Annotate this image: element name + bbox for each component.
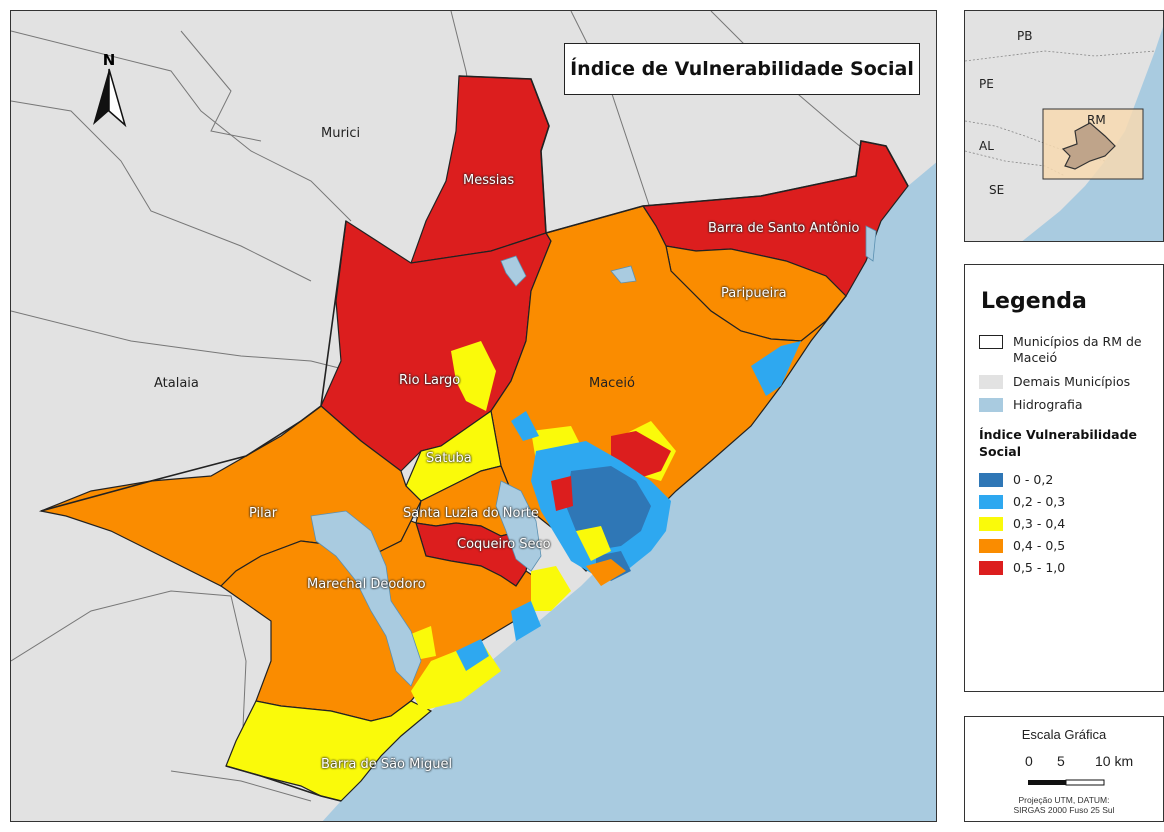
inset-map: PB PE AL SE RM (964, 10, 1164, 242)
inset-rm-shape (1061, 122, 1116, 170)
inset-label-pb: PB (1017, 29, 1033, 43)
legend-class-0: 0 - 0,2 (979, 472, 1163, 487)
class-label: 0,4 - 0,5 (1013, 538, 1066, 553)
label-maceio: Maceió (589, 376, 635, 391)
inset-label-pe: PE (979, 77, 994, 91)
map-canvas (11, 11, 936, 821)
class-swatch (979, 560, 1003, 575)
legend-item-label: Demais Municípios (1013, 374, 1131, 389)
legend-class-4: 0,5 - 1,0 (979, 560, 1163, 575)
label-paripueira: Paripueira (721, 286, 787, 301)
projection-line-2: SIRGAS 2000 Fuso 25 Sul (1013, 805, 1115, 815)
projection-note: Projeção UTM, DATUM: SIRGAS 2000 Fuso 25… (965, 795, 1163, 815)
inset-label-rm: RM (1087, 113, 1106, 127)
legend-item-water: Hidrografia (979, 397, 1163, 412)
scale-bar (1028, 779, 1105, 786)
gray-swatch (979, 375, 1003, 389)
label-messias: Messias (463, 173, 515, 188)
label-barra-sao-miguel: Barra de São Miguel (321, 757, 453, 772)
label-santa-luzia: Santa Luzia do Norte (403, 506, 539, 521)
class-swatch (979, 516, 1003, 531)
map-title: Índice de Vulnerabilidade Social (564, 43, 920, 95)
legend-item-others: Demais Municípios (979, 374, 1163, 389)
water-swatch (979, 398, 1003, 412)
label-rio-largo: Rio Largo (399, 373, 461, 388)
label-satuba: Satuba (426, 451, 472, 466)
legend-item-rm: Municípios da RM de Maceió (979, 334, 1163, 366)
main-map[interactable]: Murici Atalaia Messias Barra de Santo An… (10, 10, 937, 822)
north-arrow-icon (93, 68, 127, 128)
scale-tick-0: 0 (1025, 753, 1033, 769)
label-pilar: Pilar (249, 506, 278, 521)
projection-line-1: Projeção UTM, DATUM: (1018, 795, 1110, 805)
inset-label-al: AL (979, 139, 994, 153)
legend: Legenda Municípios da RM de Maceió Demai… (964, 264, 1164, 692)
ivs-patches (406, 341, 801, 711)
lagoon-manguaba (310, 510, 422, 687)
hydrography (310, 225, 877, 687)
label-coqueiro-seco: Coqueiro Seco (457, 537, 551, 552)
legend-classes-title: Índice Vulnerabilidade Social (979, 427, 1138, 459)
class-label: 0 - 0,2 (1013, 472, 1054, 487)
label-murici: Murici (321, 126, 361, 141)
class-swatch (979, 538, 1003, 553)
class-label: 0,2 - 0,3 (1013, 494, 1066, 509)
class-swatch (979, 494, 1003, 509)
legend-item-label: Municípios da RM de Maceió (1013, 334, 1142, 365)
scale-bar-panel: Escala Gráfica 0 5 10 km Projeção UTM, D… (964, 716, 1164, 822)
inset-label-se: SE (989, 183, 1005, 197)
inset-canvas (965, 11, 1163, 241)
legend-title: Legenda (981, 289, 1087, 314)
scale-tick-10: 10 km (1095, 753, 1134, 769)
legend-class-2: 0,3 - 0,4 (979, 516, 1163, 531)
class-swatch (979, 472, 1003, 487)
north-arrow: N (89, 51, 129, 131)
legend-class-1: 0,2 - 0,3 (979, 494, 1163, 509)
label-marechal-deodoro: Marechal Deodoro (307, 577, 426, 592)
class-label: 0,5 - 1,0 (1013, 560, 1066, 575)
rm-outline-swatch (979, 335, 1003, 349)
lagoon-mundau (495, 480, 542, 572)
rm-boundary (40, 75, 909, 802)
legend-item-label: Hidrografia (1013, 397, 1083, 412)
label-atalaia: Atalaia (154, 376, 199, 391)
label-barra-santo-antonio: Barra de Santo Antônio (708, 221, 860, 236)
north-letter: N (102, 51, 116, 69)
class-label: 0,3 - 0,4 (1013, 516, 1066, 531)
scale-tick-5: 5 (1057, 753, 1065, 769)
legend-class-3: 0,4 - 0,5 (979, 538, 1163, 553)
scale-title: Escala Gráfica (1021, 727, 1107, 742)
